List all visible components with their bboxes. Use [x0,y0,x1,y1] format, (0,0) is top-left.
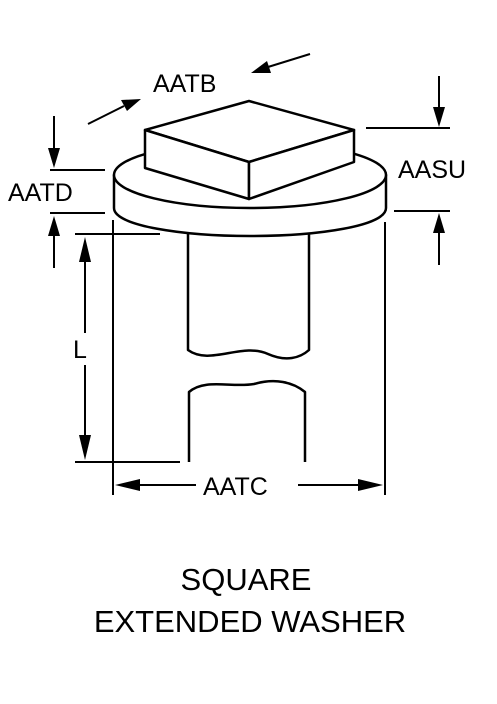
title-line-2: EXTENDED WASHER [94,604,406,639]
label-aatd: AATD [8,179,73,207]
dimension-aatb [87,53,311,125]
dimension-aasu [433,76,445,265]
extension-lines [50,127,450,495]
label-l: L [73,336,87,364]
label-aatc: AATC [203,473,268,501]
dimension-l [79,237,91,460]
square-head [143,99,356,201]
title-line-1: SQUARE [181,562,312,597]
label-aatb: AATB [153,70,216,98]
shank-upper [186,230,311,360]
dimension-aatc [115,479,383,491]
label-aasu: AASU [398,156,466,184]
dimension-aatd [48,116,60,268]
shank-lower [187,380,307,462]
